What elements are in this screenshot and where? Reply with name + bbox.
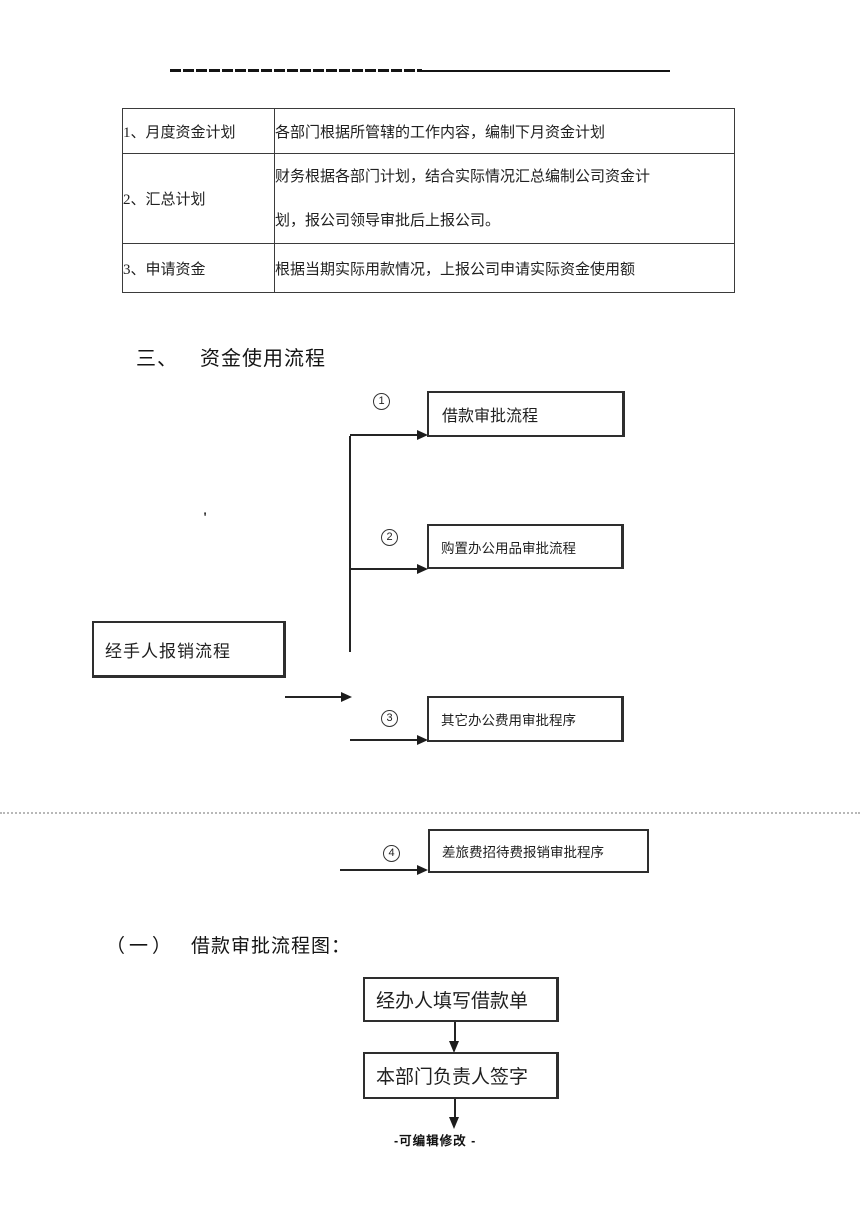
- flow-box-label: 经手人报销流程: [105, 641, 231, 661]
- flow-box-label: 差旅费招待费报销审批程序: [442, 845, 604, 860]
- flow-box-label: 借款审批流程: [442, 408, 539, 425]
- flow-box-label: 其它办公费用审批程序: [441, 713, 576, 728]
- connector-trunk-line: [349, 436, 351, 652]
- arrowhead-right-icon: [417, 735, 428, 745]
- connector-line: [285, 696, 342, 698]
- connector-line: [350, 434, 418, 436]
- section-heading: 三、资金使用流程: [136, 342, 326, 371]
- sub-heading-numeral: （一）: [106, 936, 176, 957]
- arrowhead-down-icon: [449, 1041, 459, 1053]
- flow-box-handler-reimbursement: 经手人报销流程: [92, 621, 286, 678]
- flow-box-label: 购置办公用品审批流程: [441, 540, 576, 556]
- sub-heading-title: 借款审批流程图：: [191, 936, 352, 957]
- step-label: 本部门负责人签字: [376, 1067, 529, 1088]
- row-label-cell: 2、汇总计划: [122, 153, 275, 244]
- row-desc-cell: 各部门根据所管辖的工作内容，编制下月资金计划: [274, 108, 735, 154]
- row-desc-cell: 财务根据各部门计划，结合实际情况汇总编制公司资金计 划，报公司领导审批后上报公司…: [274, 153, 735, 244]
- connector-line: [454, 1099, 456, 1118]
- desc-line: 各部门根据所管辖的工作内容，编制下月资金计划: [275, 124, 606, 141]
- flow-box-office-supplies: 购置办公用品审批流程: [427, 524, 624, 569]
- top-rule-solid-segment: [422, 70, 670, 72]
- desc-line: 根据当期实际用款情况，上报公司申请实际资金使用额: [275, 261, 636, 278]
- connector-line: [350, 739, 418, 741]
- circled-number-1: 1: [373, 393, 390, 410]
- section-numeral: 三、: [136, 348, 178, 370]
- sub-heading: （一） 借款审批流程图：: [106, 931, 351, 958]
- arrowhead-right-icon: [417, 865, 428, 875]
- table-row: 2、汇总计划 财务根据各部门计划，结合实际情况汇总编制公司资金计 划，报公司领导…: [122, 153, 735, 244]
- row-label-cell: 3、申请资金: [122, 243, 275, 293]
- step-box-fill-loan-form: 经办人填写借款单: [363, 977, 559, 1022]
- arrowhead-right-icon: [417, 430, 428, 440]
- desc-line: 财务根据各部门计划，结合实际情况汇总编制公司资金计: [275, 168, 651, 185]
- top-rule-dashed-segment: [170, 69, 422, 72]
- step-box-dept-head-sign: 本部门负责人签字: [363, 1052, 559, 1099]
- circled-number-2: 2: [381, 529, 398, 546]
- desc-line: 划，报公司领导审批后上报公司。: [275, 212, 501, 229]
- table-row: 3、申请资金 根据当期实际用款情况，上报公司申请实际资金使用额: [122, 243, 735, 293]
- circled-number-3: 3: [381, 710, 398, 727]
- stray-mark: ': [203, 510, 208, 526]
- funds-plan-table: 1、月度资金计划 各部门根据所管辖的工作内容，编制下月资金计划 2、汇总计划 财…: [122, 108, 735, 293]
- connector-line: [454, 1022, 456, 1042]
- row-desc-cell: 根据当期实际用款情况，上报公司申请实际资金使用额: [274, 243, 735, 293]
- table-row: 1、月度资金计划 各部门根据所管辖的工作内容，编制下月资金计划: [122, 108, 735, 154]
- section-title: 资金使用流程: [200, 348, 326, 370]
- flow-box-travel-expense: 差旅费招待费报销审批程序: [428, 829, 649, 873]
- connector-line: [340, 869, 418, 871]
- circled-number-4: 4: [383, 845, 400, 862]
- step-label: 经办人填写借款单: [376, 991, 529, 1012]
- arrowhead-right-icon: [417, 564, 428, 574]
- editable-note: -可编辑修改 -: [394, 1134, 477, 1148]
- flow-box-loan-approval: 借款审批流程: [427, 391, 625, 437]
- dotted-separator: [0, 812, 860, 814]
- flow-box-other-expenses: 其它办公费用审批程序: [427, 696, 624, 742]
- arrowhead-right-icon: [341, 692, 352, 702]
- arrowhead-down-icon: [449, 1117, 459, 1129]
- row-label-cell: 1、月度资金计划: [122, 108, 275, 154]
- connector-line: [350, 568, 418, 570]
